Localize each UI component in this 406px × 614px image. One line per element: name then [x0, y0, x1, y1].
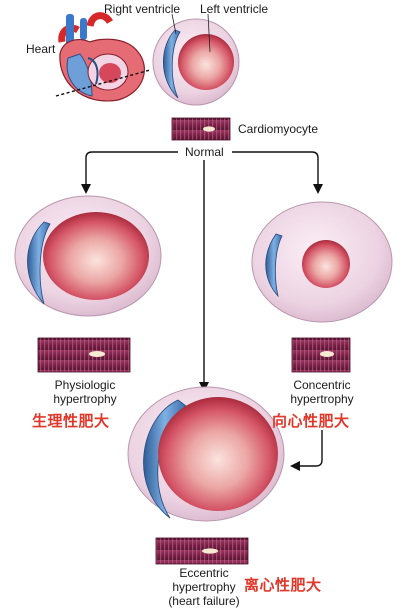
concentric-chinese-label: 向心性肥大 [272, 412, 350, 430]
eccentric-cross-section [127, 386, 285, 522]
concentric-caption: Concentric hypertrophy [262, 378, 382, 406]
physiologic-line2: hypertrophy [53, 392, 117, 406]
eccentric-line1: Eccentric [179, 566, 229, 580]
concentric-line1: Concentric [293, 378, 351, 392]
cardiomyocyte-physiologic [37, 337, 131, 373]
concentric-line2: hypertrophy [290, 392, 354, 406]
cardiomyocyte-label: Cardiomyocyte [238, 122, 319, 136]
cardiomyocyte-normal [171, 117, 231, 141]
eccentric-line3: (heart failure) [168, 594, 240, 608]
physiologic-line1: Physiologic [54, 378, 116, 392]
normal-label: Normal [183, 145, 226, 159]
heart-label: Heart [26, 42, 56, 56]
right-ventricle-label: Right ventricle [104, 2, 181, 16]
cardiomyocyte-eccentric [155, 537, 249, 565]
physiologic-caption: Physiologic hypertrophy [20, 378, 150, 406]
concentric-cross-section [251, 201, 393, 323]
normal-cross-section [152, 13, 240, 106]
cardiomyocyte-concentric [291, 337, 351, 373]
heart-illustration [55, 12, 151, 102]
eccentric-line2: hypertrophy [172, 580, 236, 594]
arrows [81, 151, 323, 471]
physiologic-chinese-label: 生理性肥大 [32, 412, 110, 430]
eccentric-chinese-label: 离心性肥大 [244, 576, 322, 594]
eccentric-caption: Eccentric hypertrophy (heart failure) [148, 566, 260, 608]
left-ventricle-label: Left ventricle [200, 2, 269, 16]
physiologic-cross-section [14, 195, 162, 317]
